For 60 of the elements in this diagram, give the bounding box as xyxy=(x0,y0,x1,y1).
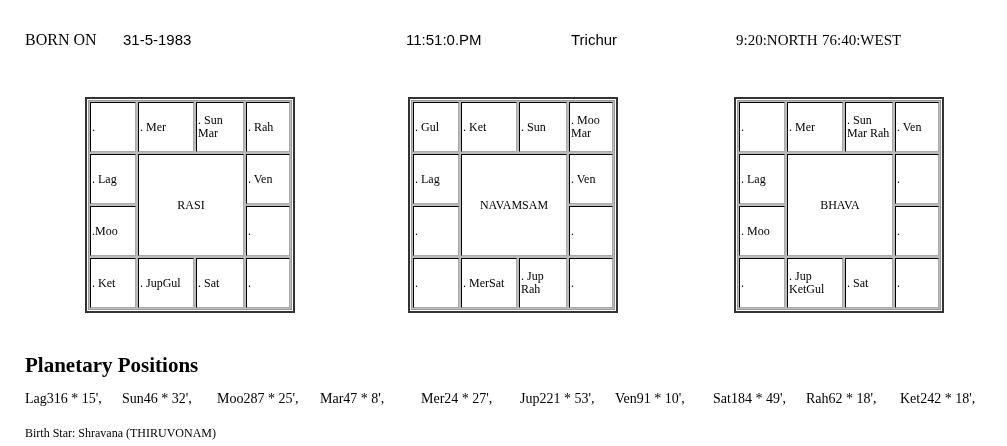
section-heading: Planetary Positions xyxy=(25,353,199,378)
house-cell: . Lag xyxy=(90,154,136,204)
house-cell: . xyxy=(895,154,939,204)
house-cell: . Sat xyxy=(845,258,893,308)
house-cell: . Jup Rah xyxy=(519,258,567,308)
latitude-text: 9:20:NORTH xyxy=(736,32,818,49)
longitude-text: 76:40:WEST xyxy=(822,32,902,49)
position-text: Sun46 * 32', xyxy=(122,391,192,407)
house-cell: . xyxy=(895,258,939,308)
position-text: Ven91 * 10', xyxy=(615,391,685,407)
house-cell: . Mer xyxy=(787,102,843,152)
house-cell: . Mer xyxy=(138,102,194,152)
birth-star-text: Birth Star: Shravana (THIRUVONAM) xyxy=(25,426,216,441)
chart-grid xyxy=(408,97,618,313)
position-text: Lag316 * 15', xyxy=(25,391,102,407)
house-cell: . xyxy=(413,206,459,256)
house-cell: . Lag xyxy=(413,154,459,204)
position-text: Mer24 * 27', xyxy=(421,391,493,407)
house-cell: . xyxy=(739,102,785,152)
house-cell: . Jup KetGul xyxy=(787,258,843,308)
chart-center-cell: BHAVA xyxy=(787,154,893,256)
house-cell: . Sat xyxy=(196,258,244,308)
chart-grid xyxy=(85,97,295,313)
house-cell: . Sun Mar xyxy=(196,102,244,152)
house-cell: . Gul xyxy=(413,102,459,152)
house-cell: . Ket xyxy=(90,258,136,308)
house-cell: . Ven xyxy=(895,102,939,152)
house-cell: . xyxy=(569,206,613,256)
house-cell: . xyxy=(569,258,613,308)
house-cell: . MerSat xyxy=(461,258,517,308)
position-text: Sat184 * 49', xyxy=(713,391,786,407)
house-cell: . Moo Mar xyxy=(569,102,613,152)
house-cell: . xyxy=(246,206,290,256)
position-text: Mar47 * 8', xyxy=(320,391,385,407)
chart-center-cell: NAVAMSAM xyxy=(461,154,567,256)
house-cell: . Ket xyxy=(461,102,517,152)
house-cell: . Moo xyxy=(739,206,785,256)
position-text: Rah62 * 18', xyxy=(806,391,877,407)
house-cell: . JupGul xyxy=(138,258,194,308)
date-text: 31-5-1983 xyxy=(123,31,192,48)
position-text: Jup221 * 53', xyxy=(520,391,595,407)
house-cell: . xyxy=(413,258,459,308)
house-cell: . Rah xyxy=(246,102,290,152)
chart-center-cell: RASI xyxy=(138,154,244,256)
house-cell: . xyxy=(739,258,785,308)
position-text: Moo287 * 25', xyxy=(217,391,299,407)
house-cell: . Ven xyxy=(246,154,290,204)
house-cell: . Ven xyxy=(569,154,613,204)
house-cell: . Sun xyxy=(519,102,567,152)
house-cell: . xyxy=(246,258,290,308)
position-text: Ket242 * 18', xyxy=(900,391,976,407)
house-cell: . xyxy=(895,206,939,256)
house-cell: .Moo xyxy=(90,206,136,256)
house-cell: . Lag xyxy=(739,154,785,204)
time-text: 11:51:0.PM xyxy=(406,31,482,48)
house-cell: . Sun Mar Rah xyxy=(845,102,893,152)
birth-label: BORN ON xyxy=(25,31,97,49)
place-text: Trichur xyxy=(571,31,618,48)
chart-grid xyxy=(734,97,944,313)
house-cell: . xyxy=(90,102,136,152)
